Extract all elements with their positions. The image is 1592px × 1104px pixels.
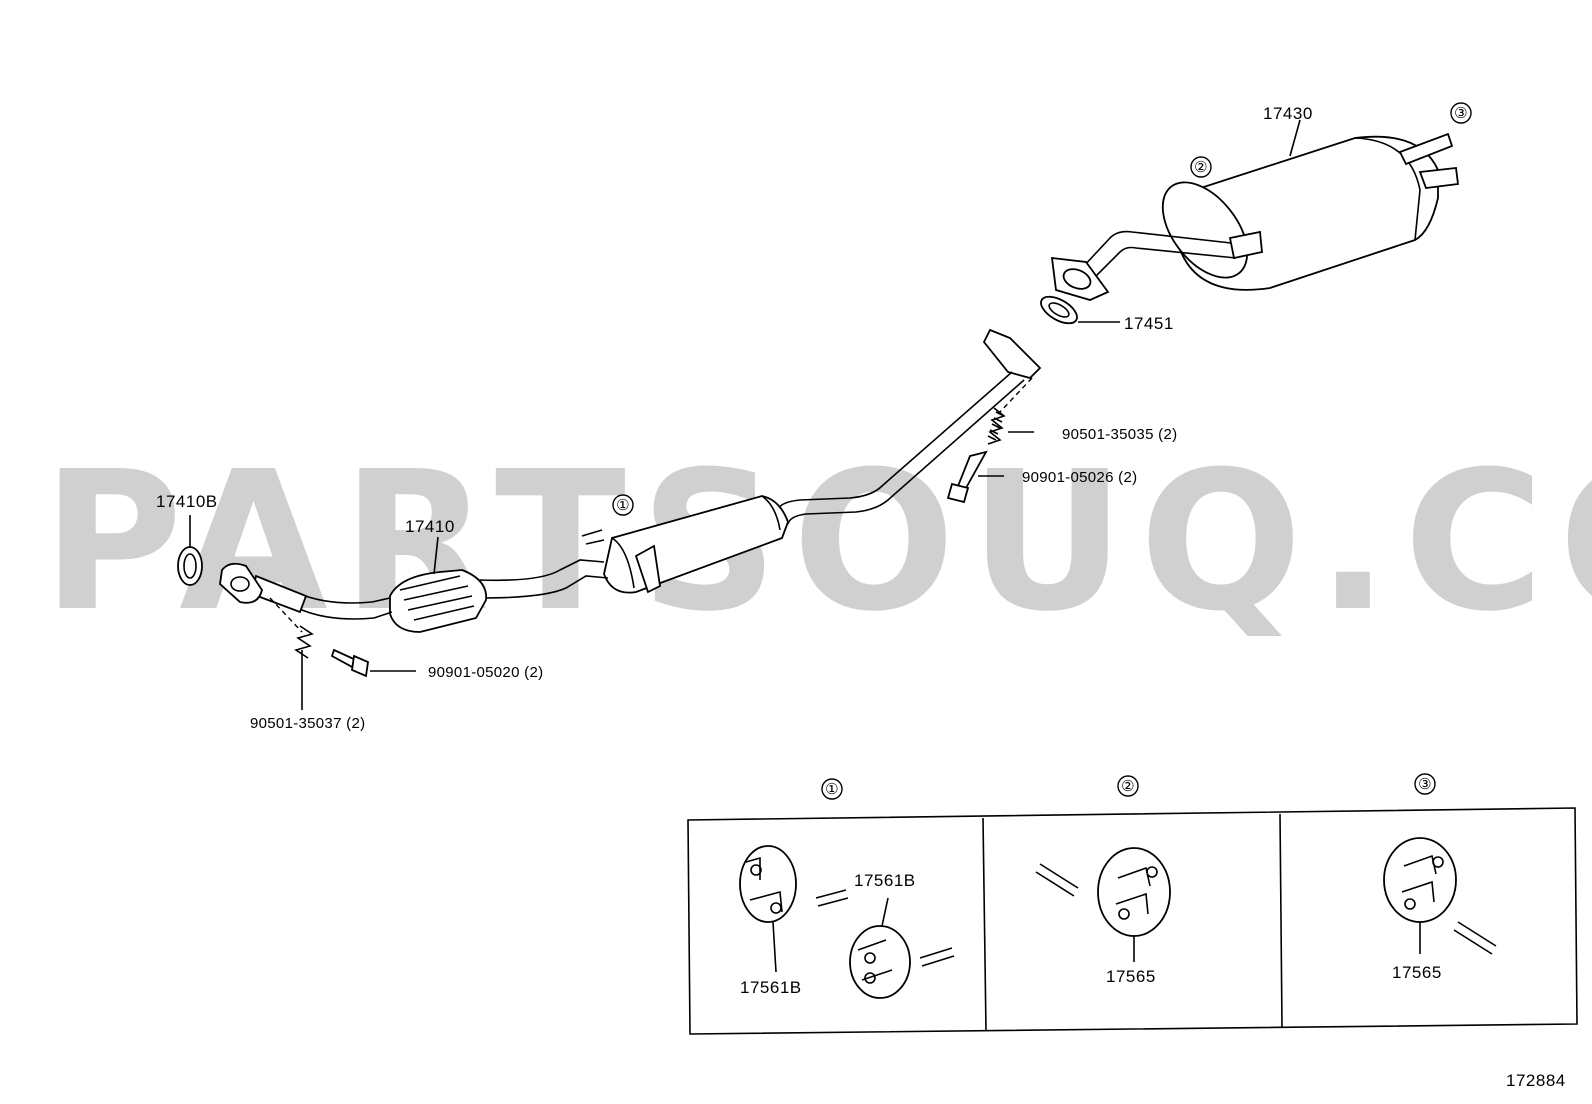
front-pipe-part[interactable] bbox=[219, 562, 487, 633]
callout-3-label: ③ bbox=[1454, 105, 1468, 122]
panel-2-callout: ② bbox=[1121, 778, 1135, 795]
gasket-rear-part[interactable] bbox=[1037, 291, 1082, 328]
label-gasket-rear[interactable]: 17451 bbox=[1124, 314, 1174, 333]
hanger-17565-a[interactable] bbox=[1097, 847, 1171, 937]
callout-3-panel[interactable]: ③ bbox=[1414, 773, 1436, 795]
diagram-code: 172884 bbox=[1506, 1071, 1566, 1090]
label-front-pipe[interactable]: 17410 bbox=[405, 517, 455, 536]
callout-1-main[interactable]: ① bbox=[612, 494, 634, 516]
label-panel-1-part-a[interactable]: 17561B bbox=[740, 978, 802, 997]
spring-front-part[interactable] bbox=[294, 625, 314, 659]
spring-rear-part[interactable] bbox=[987, 407, 1006, 445]
label-spring-rear[interactable]: 90501-35035 (2) bbox=[1062, 426, 1177, 443]
callout-1-panel[interactable]: ① bbox=[821, 778, 843, 800]
callout-1-label: ① bbox=[616, 497, 630, 514]
hanger-17565-b[interactable] bbox=[1383, 837, 1457, 923]
label-bolt-front[interactable]: 90901-05020 (2) bbox=[428, 664, 543, 681]
bolt-front-part[interactable] bbox=[330, 648, 369, 678]
panel-1-callout: ① bbox=[825, 781, 839, 798]
muffler-part[interactable] bbox=[1050, 132, 1460, 301]
callout-2-main[interactable]: ② bbox=[1190, 156, 1212, 178]
callout-2-panel[interactable]: ② bbox=[1117, 775, 1139, 797]
hanger-17561b-b[interactable] bbox=[849, 925, 911, 999]
label-muffler[interactable]: 17430 bbox=[1263, 104, 1313, 123]
center-pipe-part[interactable] bbox=[469, 328, 1042, 601]
label-panel-1-part-b[interactable]: 17561B bbox=[854, 871, 916, 890]
label-panel-3-part[interactable]: 17565 bbox=[1392, 963, 1442, 982]
label-panel-2-part[interactable]: 17565 bbox=[1106, 967, 1156, 986]
bolt-rear-part[interactable] bbox=[946, 450, 988, 504]
watermark: PARTSOUQ.COM bbox=[42, 431, 1592, 654]
hanger-17561b-a[interactable] bbox=[739, 845, 797, 923]
panel-3-callout: ③ bbox=[1418, 776, 1432, 793]
label-gasket-front[interactable]: 17410B bbox=[156, 492, 218, 511]
label-spring-front[interactable]: 90501-35037 (2) bbox=[250, 715, 365, 732]
rod-3 bbox=[1453, 921, 1497, 955]
label-bolt-rear[interactable]: 90901-05026 (2) bbox=[1022, 469, 1137, 486]
callout-2-label: ② bbox=[1194, 159, 1208, 176]
gasket-front-part[interactable] bbox=[177, 546, 203, 586]
rod-1b bbox=[919, 947, 955, 967]
callout-3-main[interactable]: ③ bbox=[1450, 102, 1472, 124]
rod-1a bbox=[815, 889, 849, 907]
rod-2 bbox=[1035, 863, 1079, 897]
detail-panels bbox=[687, 807, 1578, 1035]
